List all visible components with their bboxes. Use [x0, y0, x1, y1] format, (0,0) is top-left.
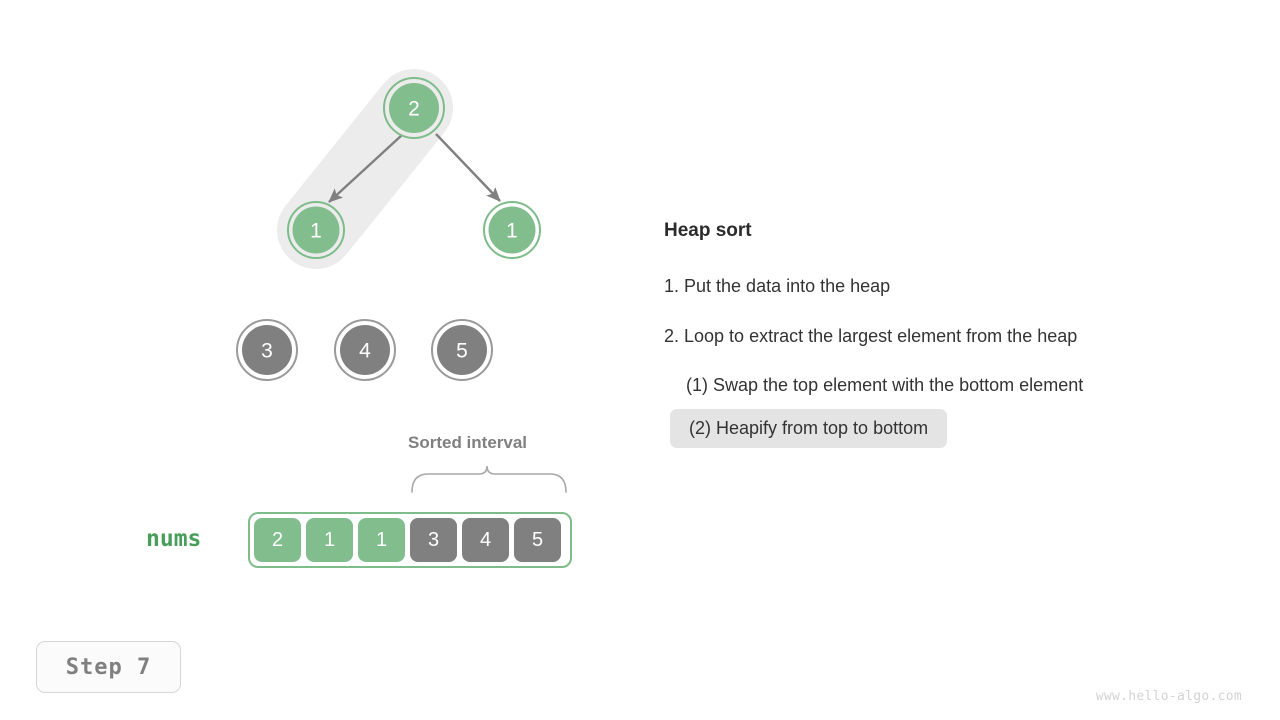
heapify-highlight-band — [277, 69, 453, 269]
array-cell[interactable]: 2 — [254, 518, 301, 562]
array-cell[interactable]: 3 — [410, 518, 457, 562]
array-container: 2 1 1 3 4 5 — [248, 512, 572, 568]
edge-root-to-right — [435, 133, 501, 202]
tree-node-root-value: 2 — [408, 98, 420, 121]
algorithm-step-2: 2. Loop to extract the largest element f… — [664, 325, 1078, 346]
sorted-interval-label: Sorted interval — [408, 433, 528, 452]
edge-root-to-left — [328, 134, 403, 203]
array-cell[interactable]: 5 — [514, 518, 561, 562]
array-variable-name: nums — [146, 526, 202, 552]
tree-node-left-child[interactable]: 1 — [287, 201, 345, 259]
detached-node-3[interactable]: 3 — [236, 319, 298, 381]
detached-node-4-value: 4 — [359, 340, 371, 363]
algorithm-description-panel: Heap sort 1. Put the data into the heap … — [664, 220, 1244, 449]
array-cell[interactable]: 1 — [306, 518, 353, 562]
algorithm-substep-1: (1) Swap the top element with the bottom… — [686, 375, 1084, 396]
tree-node-left-child-value: 1 — [310, 220, 322, 243]
step-badge: Step 7 — [36, 641, 181, 693]
array-cell[interactable]: 1 — [358, 518, 405, 562]
algorithm-step-1: 1. Put the data into the heap — [664, 276, 891, 296]
sorted-interval-brace — [411, 465, 567, 493]
algorithm-substep-2-active: (2) Heapify from top to bottom — [670, 408, 948, 449]
tree-node-root[interactable]: 2 — [383, 77, 445, 139]
detached-node-5[interactable]: 5 — [431, 319, 493, 381]
tree-edges — [328, 133, 501, 203]
tree-node-right-child-value: 1 — [506, 220, 518, 243]
detached-node-5-value: 5 — [456, 340, 468, 363]
detached-node-4[interactable]: 4 — [334, 319, 396, 381]
page-title: Heap sort — [664, 220, 752, 241]
site-watermark: www.hello-algo.com — [1095, 689, 1242, 704]
array-cell[interactable]: 4 — [462, 518, 509, 562]
tree-node-right-child[interactable]: 1 — [483, 201, 541, 259]
detached-node-3-value: 3 — [261, 340, 273, 363]
